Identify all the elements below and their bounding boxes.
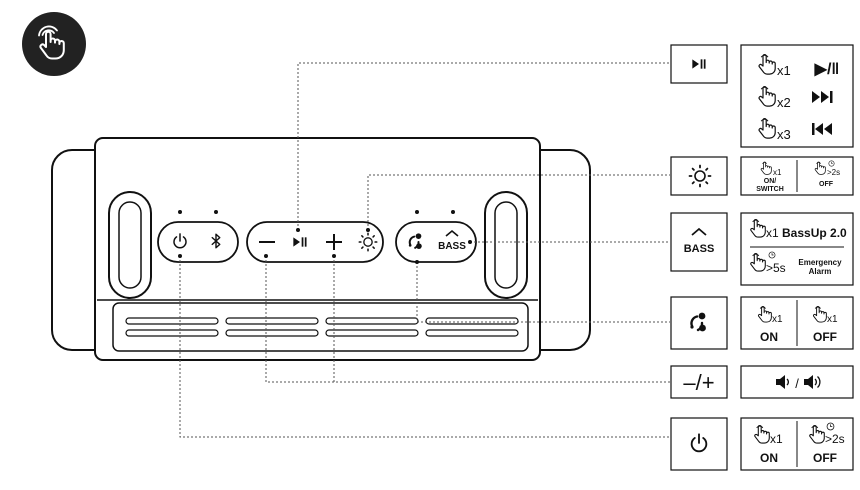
play-pause-result: ▶/‖ xyxy=(814,61,840,78)
connector-dots xyxy=(178,228,472,264)
bass-icon[interactable]: BASS xyxy=(438,229,466,252)
button-box-bass[interactable]: BASS xyxy=(670,212,728,272)
tap-count: x1 xyxy=(772,314,783,325)
tap-count: x1 xyxy=(770,432,783,446)
action-box-partycast: x1 ON x1 OFF xyxy=(740,296,854,350)
action-box-light: x1 ON/ SWITCH >2s OFF xyxy=(740,156,854,196)
tap-count: x1 xyxy=(773,168,782,177)
button-box-light[interactable] xyxy=(670,156,728,196)
bassup-label: BassUp 2.0 xyxy=(782,226,847,240)
plus-icon[interactable] xyxy=(326,234,342,250)
action-box-volume: / xyxy=(740,365,854,399)
party-off-label: OFF xyxy=(813,330,837,344)
alarm-label: Alarm xyxy=(809,267,832,276)
button-group-playback xyxy=(246,221,384,263)
tap-count: x1 xyxy=(777,63,791,78)
power-off-label: OFF xyxy=(813,451,837,465)
right-strap xyxy=(484,191,528,299)
hand-touch-icon xyxy=(22,12,86,76)
action-box-power: x1 ON >2s OFF xyxy=(740,417,854,471)
light-off-label: OFF xyxy=(819,181,834,188)
action-box-bass: x1 BassUp 2.0 >5s Emergency Alarm xyxy=(740,212,854,286)
bass-button-label: BASS xyxy=(684,243,715,255)
power-on-label: ON xyxy=(760,451,778,465)
bass-icon xyxy=(691,227,707,236)
previous-track-icon xyxy=(812,123,832,135)
left-strap xyxy=(108,191,152,299)
tap-count: x1 xyxy=(766,226,779,240)
button-box-play-pause[interactable] xyxy=(670,44,728,84)
button-box-volume[interactable]: –/+ xyxy=(670,365,728,399)
next-track-icon xyxy=(812,91,833,103)
button-box-power[interactable] xyxy=(670,417,728,471)
hold-duration: >2s xyxy=(827,168,840,177)
connector-lines xyxy=(179,62,670,438)
hold-duration: >2s xyxy=(825,432,845,446)
hold-duration: >5s xyxy=(766,261,786,275)
tap-count: x2 xyxy=(777,95,791,110)
speaker-grille xyxy=(112,302,529,352)
volume-minus-plus-icon: –/+ xyxy=(683,370,714,395)
tap-count: x1 xyxy=(827,314,838,325)
volume-separator: / xyxy=(795,376,799,391)
volume-down-icon xyxy=(776,375,789,389)
button-group-power-bt xyxy=(157,210,239,263)
volume-up-icon xyxy=(804,375,821,389)
tap-count: x3 xyxy=(777,127,791,142)
emergency-label: Emergency xyxy=(798,258,842,267)
button-box-partycast[interactable] xyxy=(670,296,728,350)
light-on-label: ON/ xyxy=(764,178,777,185)
bass-label: BASS xyxy=(438,241,466,252)
party-on-label: ON xyxy=(760,330,778,344)
action-box-play-pause: x1 ▶/‖ x2 x3 xyxy=(740,44,854,148)
light-switch-label: SWITCH xyxy=(756,186,784,193)
